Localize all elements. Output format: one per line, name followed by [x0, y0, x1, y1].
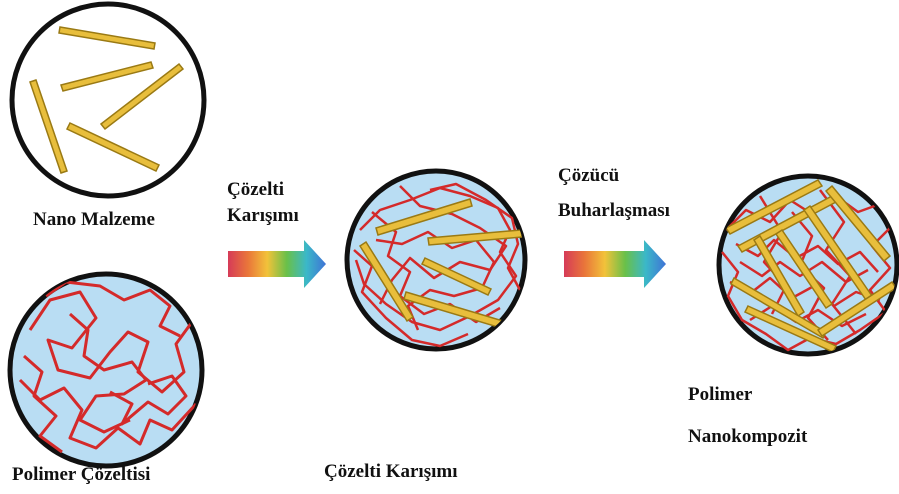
evaporation-step-label-line1: Çözücü — [558, 164, 619, 187]
nano-material-circle — [12, 4, 204, 196]
nano-material-label: Nano Malzeme — [33, 208, 155, 231]
polymer-solution-circle — [10, 274, 202, 466]
mixing-arrow — [228, 240, 326, 288]
nanocomposite-label-line1: Polimer — [688, 383, 752, 406]
mixing-step-label-line1: Çözelti — [227, 178, 284, 201]
evaporation-arrow — [564, 240, 666, 288]
evaporation-step-label-line2: Buharlaşması — [558, 199, 670, 222]
nanocomposite-circle — [719, 176, 897, 354]
polymer-solution-label: Polimer Çözeltisi — [12, 463, 150, 486]
mixture-label: Çözelti Karışımı — [324, 460, 458, 483]
solution-mixture-circle — [347, 171, 525, 349]
nanocomposite-label-line2: Nanokompozit — [688, 425, 807, 448]
mixing-step-label-line2: Karışımı — [227, 204, 299, 227]
